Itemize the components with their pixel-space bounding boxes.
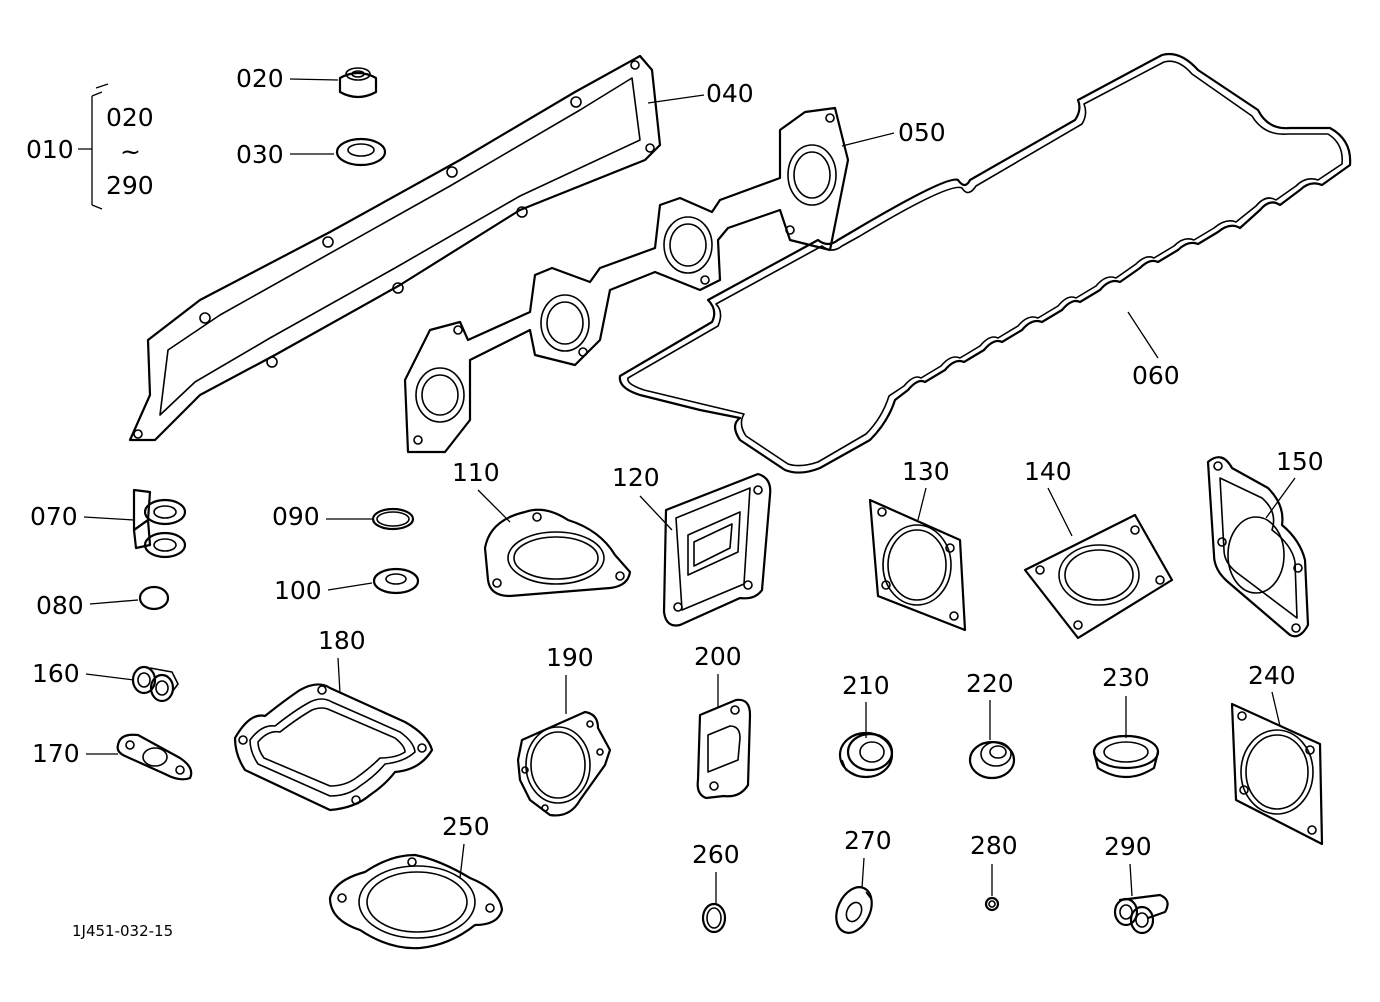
part-080[interactable]: 080 (36, 585, 170, 620)
part-040[interactable]: 040 (128, 54, 754, 442)
part-120[interactable]: 120 (612, 463, 772, 627)
callout-190: 190 (546, 643, 594, 672)
part-070[interactable]: 070 (30, 488, 187, 559)
callout-270: 270 (844, 826, 892, 855)
part-180[interactable]: 180 (233, 626, 434, 812)
drawing-code: 1J451-032-15 (72, 922, 173, 940)
callout-140: 140 (1024, 457, 1072, 486)
callout-100: 100 (274, 576, 322, 605)
callout-040: 040 (706, 79, 754, 108)
part-060[interactable]: 060 (618, 52, 1352, 474)
callout-080: 080 (36, 591, 84, 620)
kit-label-group: 010 020 ~ 290 (26, 83, 154, 210)
callout-250: 250 (442, 812, 490, 841)
part-140[interactable]: 140 (1023, 457, 1174, 640)
part-210[interactable]: 210 (838, 671, 894, 779)
callout-050: 050 (898, 118, 946, 147)
callout-280: 280 (970, 831, 1018, 860)
callout-200: 200 (694, 642, 742, 671)
part-130[interactable]: 130 (868, 457, 967, 632)
kit-range-start: 020 (106, 103, 154, 132)
part-290[interactable]: 290 (1104, 832, 1169, 935)
callout-210: 210 (842, 671, 890, 700)
callout-180: 180 (318, 626, 366, 655)
part-190[interactable]: 190 (516, 643, 612, 817)
callout-170: 170 (32, 739, 80, 768)
part-050[interactable]: 050 (403, 106, 946, 454)
part-240[interactable]: 240 (1230, 661, 1324, 846)
callout-060: 060 (1132, 361, 1180, 390)
part-280[interactable]: 280 (970, 831, 1018, 912)
part-090[interactable]: 090 (272, 502, 415, 531)
part-260[interactable]: 260 (692, 840, 740, 934)
part-250[interactable]: 250 (328, 812, 504, 950)
kit-label: 010 (26, 135, 74, 164)
part-160[interactable]: 160 (32, 659, 179, 703)
callout-090: 090 (272, 502, 320, 531)
callout-150: 150 (1276, 447, 1324, 476)
part-230[interactable]: 230 (1092, 663, 1160, 779)
kit-range-separator: ~ (120, 137, 141, 166)
part-150[interactable]: 150 (1206, 447, 1324, 638)
part-030[interactable]: 030 (236, 137, 387, 169)
callout-230: 230 (1102, 663, 1150, 692)
callout-030: 030 (236, 140, 284, 169)
part-100[interactable]: 100 (274, 567, 420, 605)
part-170[interactable]: 170 (32, 733, 193, 781)
part-200[interactable]: 200 (694, 642, 752, 800)
part-020[interactable]: 020 (236, 64, 378, 99)
callout-260: 260 (692, 840, 740, 869)
callout-110: 110 (452, 458, 500, 487)
callout-160: 160 (32, 659, 80, 688)
callout-290: 290 (1104, 832, 1152, 861)
callout-070: 070 (30, 502, 78, 531)
part-270[interactable]: 270 (829, 826, 892, 939)
callout-020: 020 (236, 64, 284, 93)
callout-130: 130 (902, 457, 950, 486)
part-220[interactable]: 220 (966, 669, 1016, 780)
kit-range-end: 290 (106, 171, 154, 200)
callout-120: 120 (612, 463, 660, 492)
part-110[interactable]: 110 (452, 458, 632, 598)
callout-220: 220 (966, 669, 1014, 698)
callout-240: 240 (1248, 661, 1296, 690)
